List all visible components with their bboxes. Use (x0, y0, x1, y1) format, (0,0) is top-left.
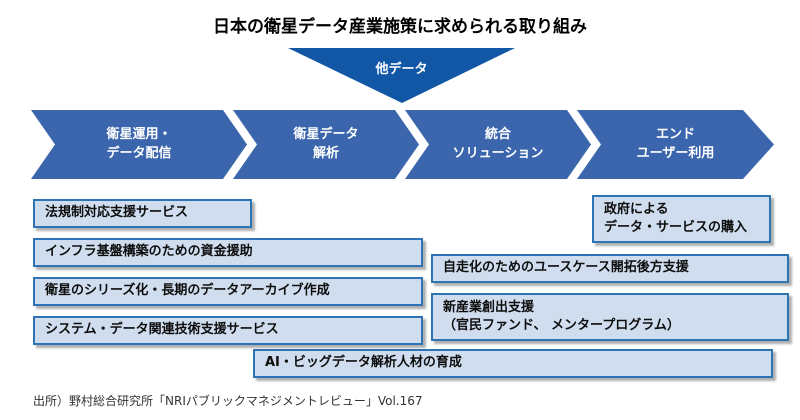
process-flow-arrows (31, 110, 774, 179)
policy-box-government-purchase: 政府による データ・サービスの購入 (592, 195, 771, 243)
stage-arrow-2 (233, 110, 419, 179)
policy-box-ai-bigdata-talent: AI・ビッグデータ解析人材の育成 (253, 349, 773, 378)
policy-box-usecase-support: 自走化のためのユースケース開拓後方支援 (431, 254, 789, 283)
policy-box-new-industry-support: 新産業創出支援 （官民ファンド、 メンタープログラム） (431, 293, 789, 341)
other-data-funnel-icon (288, 48, 515, 103)
funnel-triangle-shape (288, 48, 515, 103)
stage-arrow-4 (577, 110, 774, 179)
stage-arrow-1 (31, 110, 247, 179)
page-title: 日本の衛星データ産業施策に求められる取り組み (213, 17, 587, 37)
policy-box-legal-support: 法規制対応支援サービス (33, 199, 252, 228)
policy-box-system-data-tech-support: システム・データ関連技術支援サービス (33, 316, 423, 345)
source-note: 出所）野村総合研究所「NRIパブリックマネジメントレビュー」Vol.167 (33, 394, 423, 408)
policy-box-infra-funding: インフラ基盤構築のための資金援助 (33, 238, 423, 267)
funnel-label: 他データ (375, 62, 428, 77)
policy-box-satellite-series-archive: 衛星のシリーズ化・長期のデータアーカイブ作成 (33, 277, 423, 306)
stage-arrow-3 (405, 110, 591, 179)
